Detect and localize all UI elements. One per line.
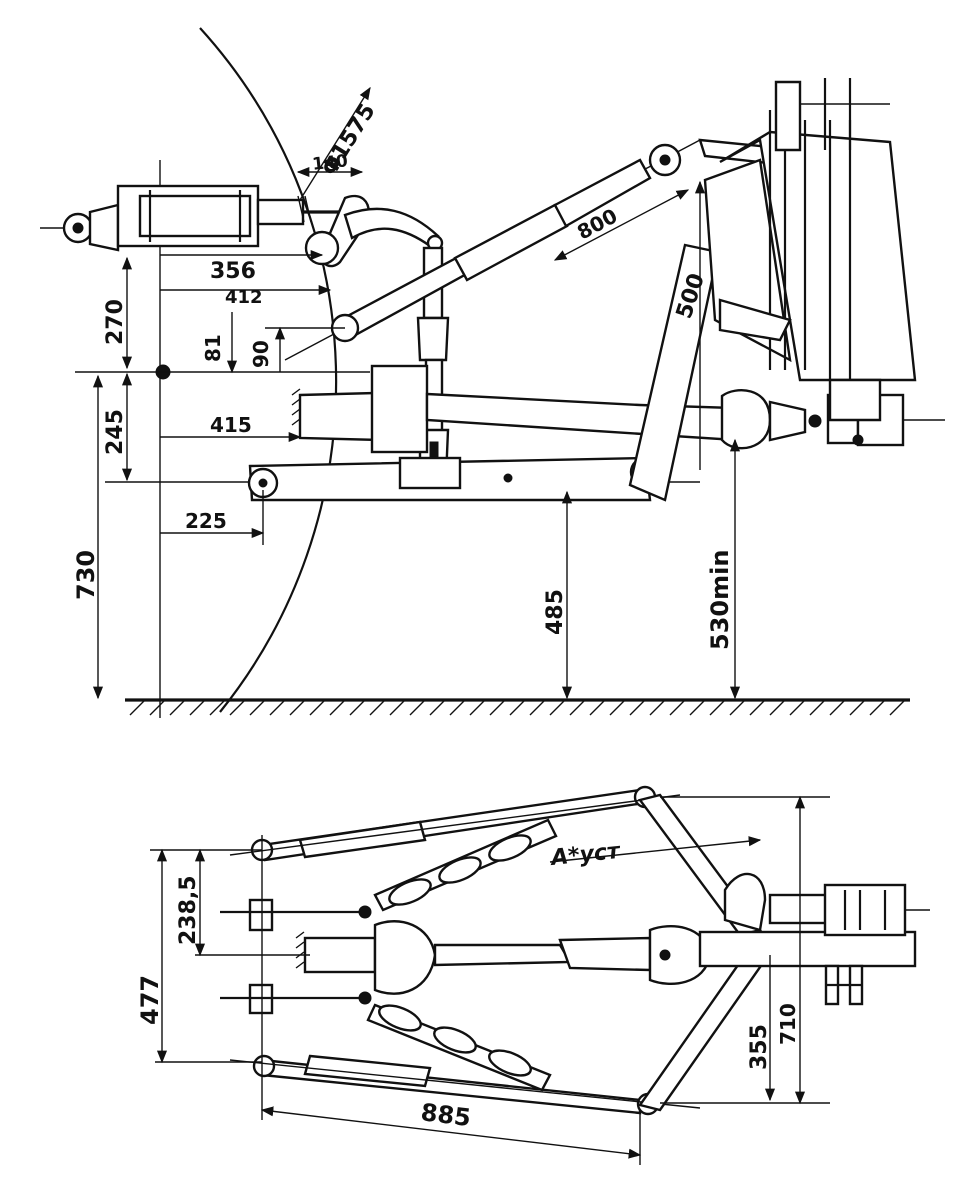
dim-356: 356 [210, 259, 256, 284]
dim-81: 81 [201, 334, 225, 362]
plan-view: 238,5 477 885 A*уст 355 710 [136, 785, 930, 1165]
dim-485: 485 [543, 589, 568, 635]
ground-line [125, 698, 910, 716]
lower-link [105, 456, 700, 502]
dim-225: 225 [185, 509, 227, 533]
wheel-outline-arc [199, 27, 338, 713]
dim-710: 710 [776, 1003, 800, 1045]
dim-412: 412 [225, 287, 263, 308]
plan-right-link [229, 1054, 701, 1116]
dim-415: 415 [210, 413, 252, 437]
dim-530min: 530min [706, 550, 734, 650]
side-view: Φ1575 140 356 412 270 81 90 415 245 225 [40, 27, 945, 718]
dim-238-5: 238,5 [176, 875, 201, 945]
dim-885: 885 [419, 1098, 472, 1132]
tractor-brackets [220, 835, 370, 1075]
dim-140: 140 [311, 151, 349, 175]
drawbar [291, 364, 945, 454]
dim-90: 90 [249, 340, 273, 368]
diameter-dim-line [299, 86, 371, 201]
plan-frame [637, 793, 930, 1112]
hydraulic-cylinder [40, 184, 345, 252]
mounting-frame [698, 78, 917, 422]
lift-arm [304, 194, 444, 268]
dim-245: 245 [103, 409, 128, 455]
dim-477: 477 [136, 975, 164, 1025]
plan-top-link [295, 920, 712, 995]
dim-270: 270 [103, 299, 128, 345]
dim-355: 355 [747, 1024, 772, 1070]
dim-a-ust: A*уст [548, 839, 622, 871]
check-chains [358, 818, 558, 1092]
dim-730: 730 [72, 550, 100, 600]
